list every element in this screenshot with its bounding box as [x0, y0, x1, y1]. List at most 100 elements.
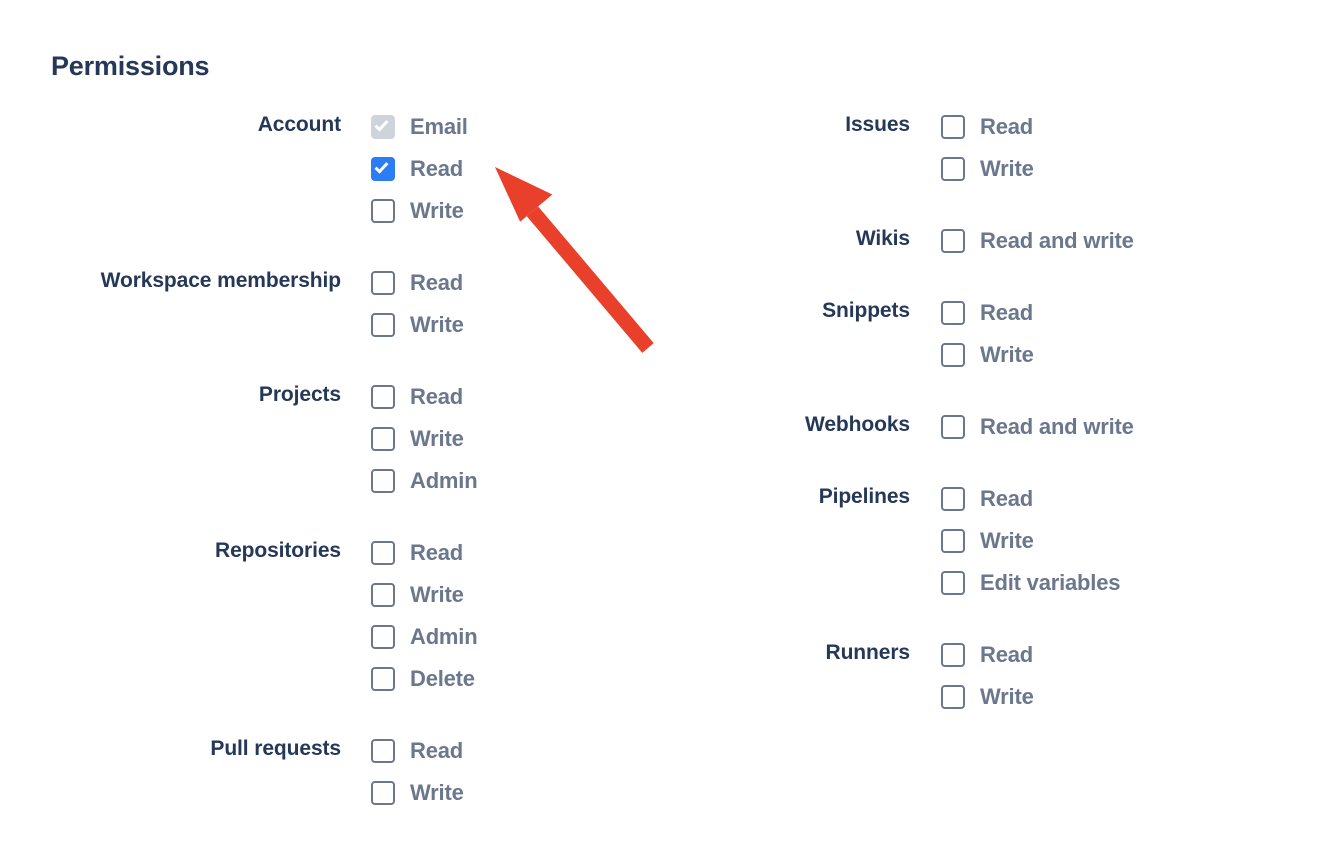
permission-option-row[interactable]: Write — [371, 574, 477, 616]
permission-option-label[interactable]: Read — [410, 540, 463, 565]
checkbox-read-and-write[interactable] — [941, 415, 965, 439]
permission-option-label[interactable]: Email — [410, 114, 468, 139]
permission-option-row[interactable]: Read — [371, 148, 468, 190]
permission-option-row[interactable]: Email — [371, 106, 468, 148]
permission-option-row[interactable]: Read and write — [941, 220, 1134, 262]
checkbox-read[interactable] — [371, 541, 395, 565]
permission-option-label[interactable]: Delete — [410, 666, 475, 691]
permission-option-label[interactable]: Read and write — [980, 228, 1134, 253]
permission-option-label[interactable]: Write — [410, 780, 464, 805]
permission-group: Webhooks Read and write — [660, 406, 1322, 448]
permission-option-row[interactable]: Read — [371, 262, 464, 304]
permission-option-label[interactable]: Read and write — [980, 414, 1134, 439]
permission-option-label[interactable]: Write — [980, 528, 1034, 553]
permission-group-label: Snippets — [822, 299, 910, 322]
permission-option-row[interactable]: Read — [941, 634, 1034, 676]
permission-option-row[interactable]: Read — [371, 730, 464, 772]
permission-option-label[interactable]: Write — [980, 342, 1034, 367]
permission-option-row[interactable]: Read — [371, 376, 477, 418]
permission-option-label[interactable]: Read — [980, 486, 1033, 511]
permission-option-row[interactable]: Write — [941, 520, 1120, 562]
permission-group-label: Webhooks — [805, 413, 910, 436]
permission-option-label[interactable]: Read — [980, 300, 1033, 325]
checkbox-write[interactable] — [371, 199, 395, 223]
permission-option-row[interactable]: Write — [371, 190, 468, 232]
checkbox-write[interactable] — [371, 583, 395, 607]
permission-group-label: Issues — [845, 113, 910, 136]
permission-option-row[interactable]: Write — [941, 676, 1034, 718]
checkbox-write[interactable] — [371, 427, 395, 451]
permission-option-row[interactable]: Write — [371, 304, 464, 346]
page-title: Permissions — [51, 51, 210, 81]
permission-option-label[interactable]: Write — [980, 684, 1034, 709]
check-icon — [374, 117, 389, 132]
permission-option-label[interactable]: Read — [980, 114, 1033, 139]
permission-option-row[interactable]: Read and write — [941, 406, 1134, 448]
permission-option-label[interactable]: Admin — [410, 624, 478, 649]
checkbox-write[interactable] — [941, 685, 965, 709]
permission-option-row[interactable]: Admin — [371, 460, 478, 502]
checkbox-write[interactable] — [371, 781, 395, 805]
permission-option-row[interactable]: Read — [371, 532, 477, 574]
permission-option-list: Read and write — [941, 406, 1134, 448]
permission-group-label: Repositories — [215, 539, 341, 562]
checkbox-read[interactable] — [941, 301, 965, 325]
permission-option-label[interactable]: Write — [980, 156, 1034, 181]
permission-option-label[interactable]: Read — [410, 384, 463, 409]
checkbox-admin[interactable] — [371, 469, 395, 493]
permission-option-label[interactable]: Write — [410, 312, 464, 337]
permission-group-label: Pull requests — [210, 737, 341, 760]
permission-option-row[interactable]: Write — [941, 148, 1034, 190]
checkbox-read[interactable] — [941, 487, 965, 511]
checkbox-read[interactable] — [941, 643, 965, 667]
checkbox-write[interactable] — [941, 529, 965, 553]
checkbox-email — [371, 115, 395, 139]
checkbox-read[interactable] — [371, 271, 395, 295]
checkbox-read[interactable] — [371, 739, 395, 763]
permission-option-label[interactable]: Admin — [410, 468, 478, 493]
permission-option-label[interactable]: Write — [410, 426, 464, 451]
checkbox-read-and-write[interactable] — [941, 229, 965, 253]
permission-option-label[interactable]: Read — [410, 738, 463, 763]
permission-option-row[interactable]: Write — [371, 772, 464, 814]
checkbox-edit-variables[interactable] — [941, 571, 965, 595]
permission-option-label[interactable]: Write — [410, 198, 464, 223]
permission-option-label[interactable]: Read — [410, 270, 463, 295]
permission-option-label[interactable]: Read — [980, 642, 1033, 667]
permission-option-label[interactable]: Write — [410, 582, 464, 607]
checkbox-read[interactable] — [941, 115, 965, 139]
checkbox-admin[interactable] — [371, 625, 395, 649]
permission-option-row[interactable]: Read — [941, 292, 1034, 334]
permission-group-label: Workspace membership — [100, 269, 341, 292]
permission-option-label[interactable]: Edit variables — [980, 570, 1121, 595]
permission-option-row[interactable]: Delete — [371, 658, 477, 700]
permission-option-row[interactable]: Read — [941, 106, 1034, 148]
checkbox-read[interactable] — [371, 385, 395, 409]
checkbox-write[interactable] — [941, 343, 965, 367]
checkbox-read[interactable] — [371, 157, 395, 181]
permission-option-row[interactable]: Write — [941, 334, 1034, 376]
permission-option-row[interactable]: Read — [941, 478, 1120, 520]
permission-option-row[interactable]: Edit variables — [941, 562, 1120, 604]
checkbox-write[interactable] — [371, 313, 395, 337]
permission-option-label[interactable]: Read — [410, 156, 463, 181]
checkbox-delete[interactable] — [371, 667, 395, 691]
permission-option-row[interactable]: Admin — [371, 616, 478, 658]
checkbox-write[interactable] — [941, 157, 965, 181]
permission-group-label: Pipelines — [818, 485, 910, 508]
permission-option-list: Read and write — [941, 220, 1134, 262]
permission-option-row[interactable]: Write — [371, 418, 477, 460]
